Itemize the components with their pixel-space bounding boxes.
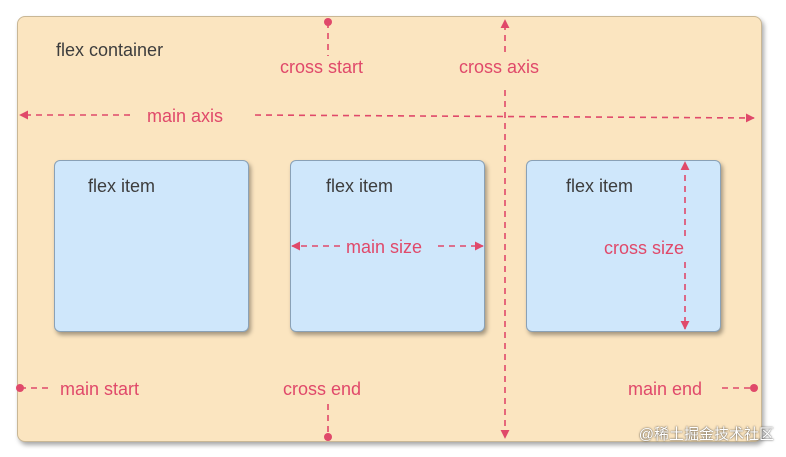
flex-item-label-2: flex item — [326, 176, 394, 196]
main-start-dot — [16, 384, 24, 392]
watermark: @稀土掘金技术社区 — [638, 426, 774, 443]
main-size-label: main size — [346, 237, 423, 257]
main-axis-label: main axis — [147, 106, 224, 126]
cross-axis-label: cross axis — [459, 57, 540, 77]
cross-start-label: cross start — [280, 57, 364, 77]
main-start-label: main start — [60, 379, 140, 399]
cross-start-dot — [324, 18, 332, 26]
flex-item-1 — [54, 160, 249, 332]
cross-end-dot — [324, 433, 332, 441]
cross-size-label: cross size — [604, 238, 685, 258]
cross-end-label: cross end — [283, 379, 362, 399]
main-end-label: main end — [628, 379, 703, 399]
flex-item-label-1: flex item — [88, 176, 156, 196]
flex-item-3 — [526, 160, 721, 332]
flex-container-label: flex container — [56, 40, 164, 60]
flex-item-label-3: flex item — [566, 176, 634, 196]
main-end-dot — [750, 384, 758, 392]
